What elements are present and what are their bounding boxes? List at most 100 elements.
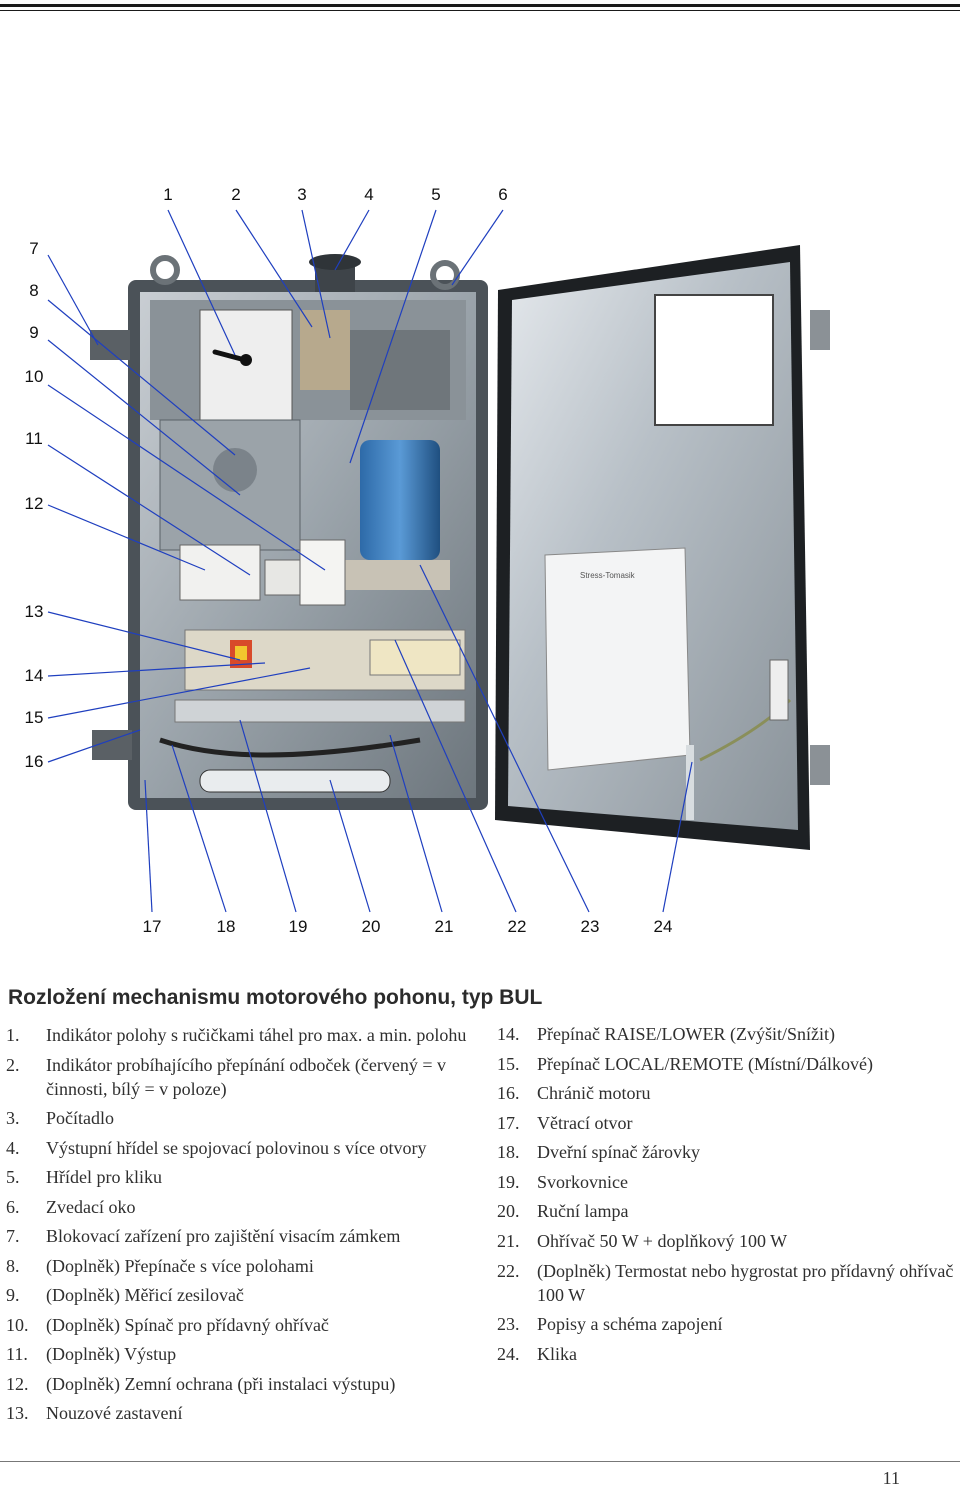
callout-23: 23	[580, 917, 600, 936]
legend-item-number: 22.	[497, 1261, 520, 1281]
legend-item: 4.Výstupní hřídel se spojovací polovinou…	[6, 1134, 476, 1164]
callout-6: 6	[498, 185, 508, 204]
callout-13: 13	[24, 602, 44, 621]
legend-item: 2. Indikátor probíhajícího přepínání odbo…	[6, 1050, 476, 1104]
leader-4	[334, 209, 370, 271]
legend-item: 10. (Doplněk) Spínač pro přídavný ohřívač	[6, 1311, 476, 1341]
legend-item-text: (Doplněk) Výstup	[46, 1344, 177, 1364]
leader-24	[662, 761, 693, 913]
callout-24: 24	[653, 917, 673, 936]
leader-5	[349, 209, 437, 464]
callout-15: 15	[24, 708, 44, 727]
legend-item: 6. Zvedací oko	[6, 1193, 476, 1223]
legend-item: 17.Větrací otvor	[497, 1109, 957, 1139]
legend-item: 16. Chránič motoru	[497, 1079, 957, 1109]
callout-12: 12	[24, 494, 44, 513]
legend-item: 7.Blokovací zařízení pro zajištění visac…	[6, 1222, 476, 1252]
leader-21	[389, 734, 443, 913]
legend-item: 21.Ohřívač 50 W + doplňkový 100 W	[497, 1227, 957, 1257]
legend-item: 22. (Doplněk) Termostat nebo hygrostat pr…	[497, 1256, 957, 1310]
callout-7: 7	[29, 239, 39, 258]
callout-17: 17	[142, 917, 162, 936]
legend-item-number: 5.	[6, 1167, 20, 1187]
leader-18	[171, 744, 227, 913]
legend-item: 9.(Doplněk) Měřicí zesilovač	[6, 1281, 476, 1311]
legend-item-number: 12.	[6, 1373, 29, 1394]
leader-17	[144, 779, 153, 913]
legend-item-text: Hřídel pro kliku	[46, 1167, 162, 1187]
lifting-eyes	[150, 254, 460, 292]
callout-2: 2	[231, 185, 241, 204]
legend-item-number: 21.	[497, 1230, 520, 1251]
leader-6	[451, 209, 504, 286]
leader-20	[329, 779, 371, 913]
legend-item: 24.Klika	[497, 1340, 957, 1370]
leader-16	[47, 729, 141, 763]
legend-list-left: 1.Indikátor polohy s ručičkami táhel pro…	[6, 1020, 476, 1429]
legend-item-text: Chránič motoru	[537, 1083, 651, 1103]
callout-10: 10	[24, 367, 44, 386]
page-number: 11	[882, 1468, 900, 1488]
pocket-label: Stress-Tomasik	[580, 571, 636, 580]
callout-20: 20	[361, 917, 381, 936]
leader-2	[235, 209, 313, 328]
leader-3	[301, 209, 331, 339]
legend-item-text: Popisy a schéma zapojení	[537, 1314, 723, 1334]
callout-leader-lines	[47, 209, 693, 913]
legend-item-text: (Doplněk) Termostat nebo hygrostat pro p…	[537, 1261, 954, 1305]
cabinet-body	[128, 280, 488, 810]
legend-item-text: Klika	[537, 1343, 577, 1364]
top-rule-thin	[0, 10, 960, 11]
leader-9	[47, 339, 241, 496]
legend-item-number: 10.	[6, 1314, 29, 1335]
legend-item: 20.Ruční lampa	[497, 1197, 957, 1227]
legend-item-number: 14.	[497, 1024, 520, 1044]
legend-item: 3. Počítadlo	[6, 1104, 476, 1134]
legend-item-number: 18.	[497, 1142, 520, 1162]
legend-item: 13.Nouzové zastavení	[6, 1399, 476, 1429]
legend-item-number: 9.	[6, 1285, 20, 1305]
legend-item-number: 16.	[497, 1083, 520, 1103]
legend-item-text: Dveřní spínač žárovky	[537, 1142, 700, 1162]
legend-item-number: 6.	[6, 1196, 20, 1217]
legend-item-text: Indikátor probíhajícího přepínání odboče…	[46, 1055, 447, 1099]
callout-19: 19	[288, 917, 308, 936]
legend-item: 19. Svorkovnice	[497, 1168, 957, 1198]
callout-9: 9	[29, 323, 39, 342]
leader-10	[47, 384, 326, 571]
leader-7	[47, 254, 99, 346]
legend-item-text: Přepínač LOCAL/REMOTE (Místní/Dálkové)	[537, 1053, 873, 1074]
legend-item-number: 11.	[6, 1344, 28, 1364]
legend-item-text: (Doplněk) Zemní ochrana (při instalaci v…	[46, 1373, 396, 1394]
cabinet-door: Stress-Tomasik	[495, 245, 830, 850]
legend-item-text: (Doplněk) Spínač pro přídavný ohřívač	[46, 1314, 329, 1335]
bottom-rule	[0, 1461, 960, 1462]
leader-14	[47, 662, 266, 677]
leader-23	[419, 564, 590, 913]
legend-item-number: 20.	[497, 1201, 520, 1221]
cabinet-photo-figure: Stress-Tomasik	[47, 209, 830, 913]
callout-1: 1	[163, 185, 173, 204]
callout-11: 11	[25, 429, 43, 448]
legend-item-text: Počítadlo	[46, 1108, 114, 1128]
legend-item: 1.Indikátor polohy s ručičkami táhel pro…	[6, 1020, 476, 1050]
padlock-hardware	[90, 330, 132, 760]
legend-item-text: Větrací otvor	[537, 1112, 633, 1133]
legend-item-number: 19.	[497, 1171, 520, 1192]
legend-item: 11. (Doplněk) Výstup	[6, 1340, 476, 1370]
legend-item: 23. Popisy a schéma zapojení	[497, 1310, 957, 1340]
legend-item-text: Přepínač RAISE/LOWER (Zvýšit/Snížit)	[537, 1024, 835, 1044]
legend-item-text: Svorkovnice	[537, 1171, 628, 1192]
legend-item-text: Výstupní hřídel se spojovací polovinou s…	[46, 1137, 427, 1158]
leader-8	[47, 299, 236, 456]
legend-item-number: 3.	[6, 1108, 20, 1128]
legend-item: 8.(Doplněk) Přepínače s více polohami	[6, 1252, 476, 1282]
leader-1	[167, 209, 236, 356]
legend-item: 15.Přepínač LOCAL/REMOTE (Místní/Dálkové…	[497, 1050, 957, 1080]
leader-15	[47, 667, 311, 719]
legend-item-text: Zvedací oko	[46, 1196, 136, 1217]
legend-item-number: 2.	[6, 1055, 20, 1075]
top-rule	[0, 4, 960, 7]
callout-21: 21	[434, 917, 454, 936]
legend-item-number: 23.	[497, 1314, 520, 1334]
